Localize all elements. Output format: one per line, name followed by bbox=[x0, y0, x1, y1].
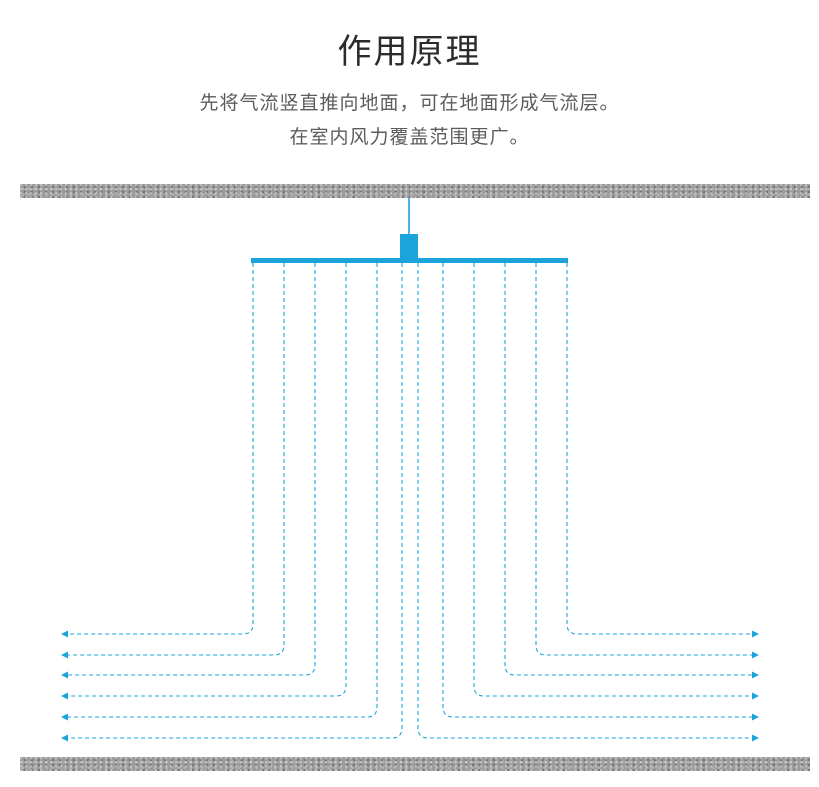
airflow-line-left-4 bbox=[61, 263, 347, 700]
airflow-line-right-4 bbox=[473, 263, 759, 700]
airflow-line-right-1 bbox=[566, 263, 759, 638]
fan-blade-bar bbox=[251, 258, 568, 263]
airflow-line-left-5 bbox=[61, 263, 378, 721]
airflow-line-left-3 bbox=[61, 263, 316, 679]
airflow-line-left-6 bbox=[61, 263, 403, 742]
airflow-line-right-5 bbox=[442, 263, 759, 721]
airflow-line-right-6 bbox=[417, 263, 759, 742]
floor-slab bbox=[20, 757, 810, 771]
ceiling-slab bbox=[20, 184, 810, 198]
description-line-2: 在室内风力覆盖范围更广。 bbox=[289, 126, 530, 148]
airflow-lines bbox=[61, 263, 759, 742]
description-line-1: 先将气流竖直推向地面，可在地面形成气流层。 bbox=[199, 92, 620, 114]
airflow-line-right-3 bbox=[504, 263, 759, 679]
airflow-line-left-2 bbox=[61, 263, 285, 659]
airflow-line-left-1 bbox=[61, 263, 254, 638]
page-title: 作用原理 bbox=[337, 32, 482, 72]
fan-motor bbox=[400, 234, 418, 262]
airflow-line-right-2 bbox=[535, 263, 759, 659]
